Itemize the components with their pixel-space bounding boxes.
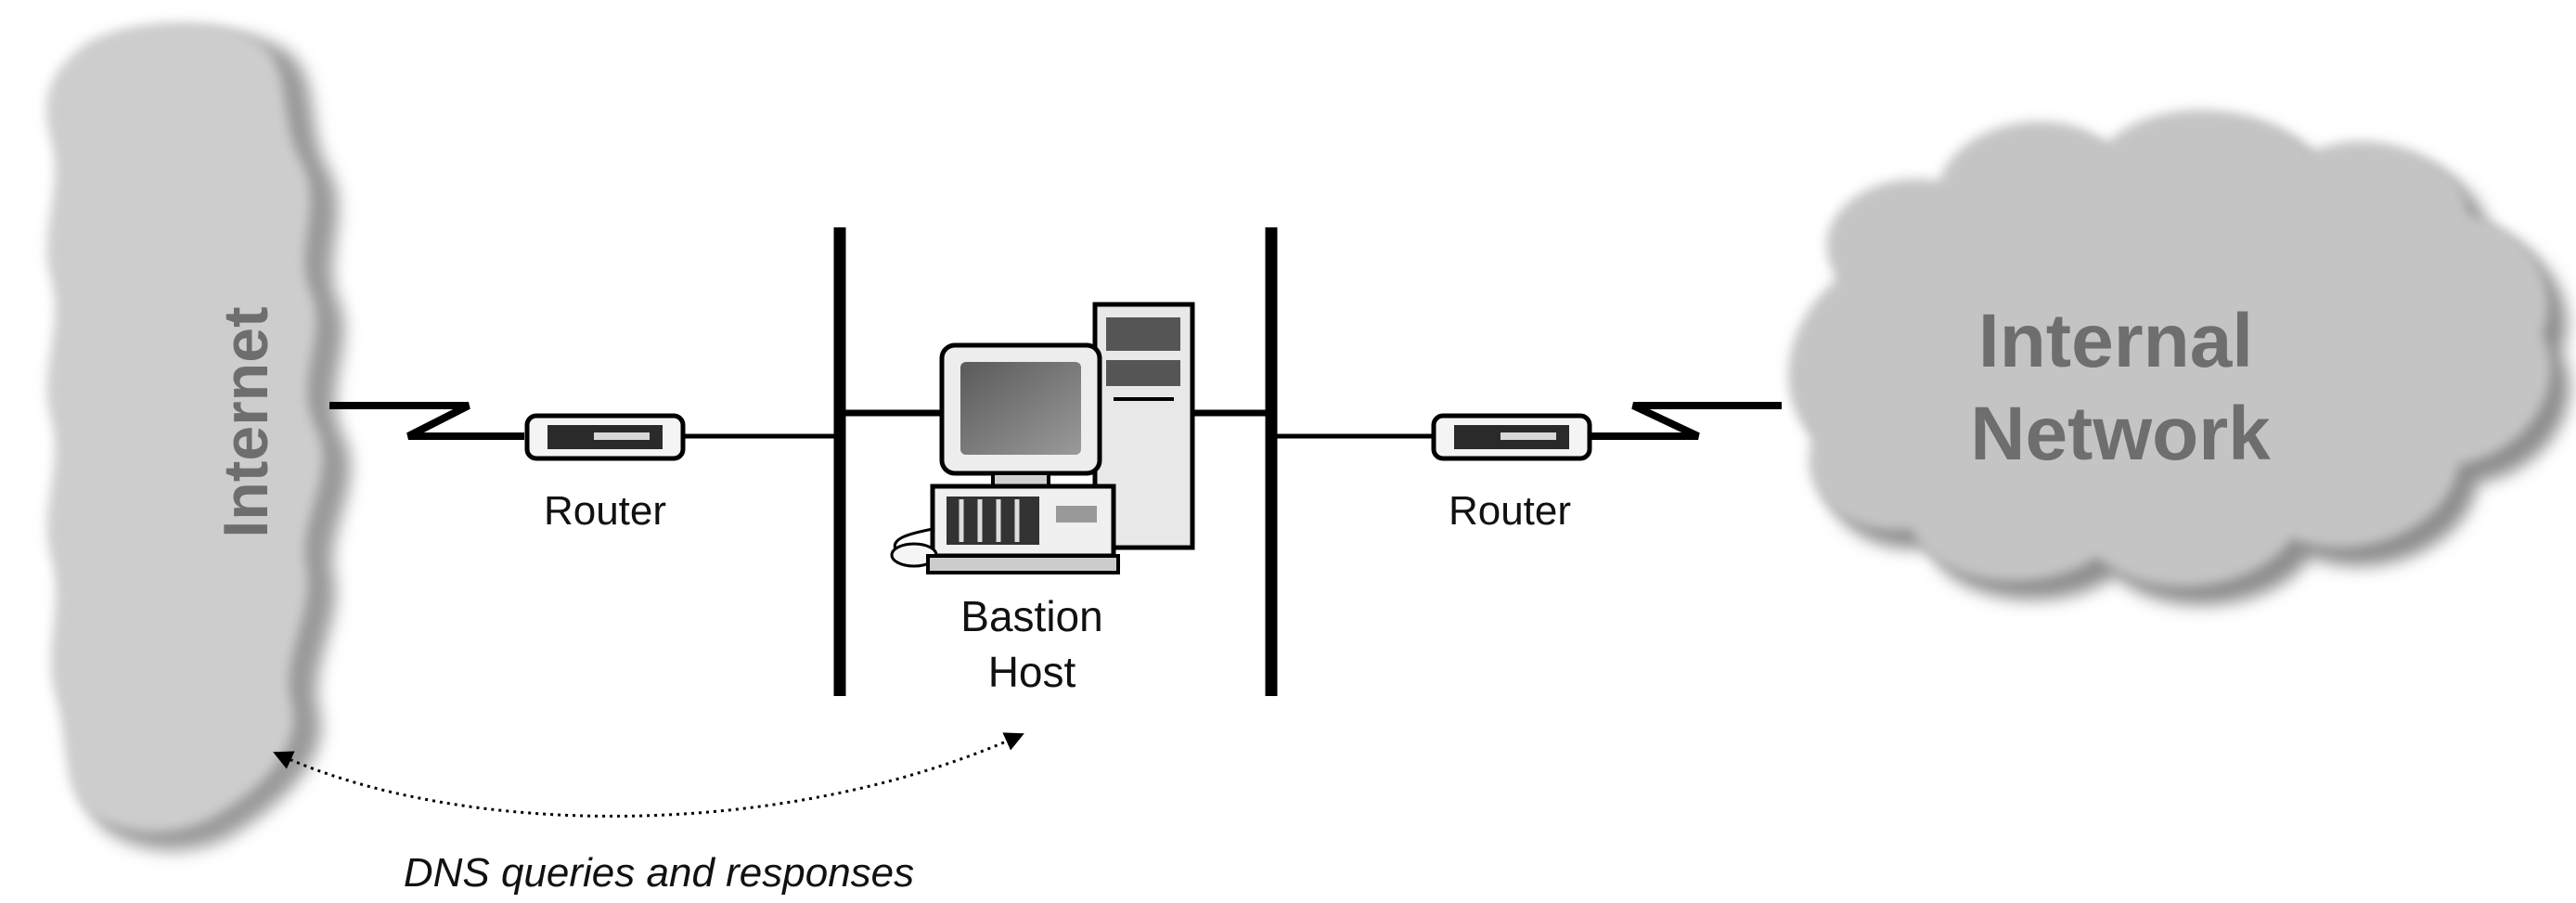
router-left-indicator xyxy=(594,432,650,440)
serial-link-internet-left-router xyxy=(329,402,524,440)
internal-network-cloud: Internal Network xyxy=(1788,110,2570,606)
router-left: Router xyxy=(524,413,686,534)
bastion-monitor-screen xyxy=(960,362,1081,455)
internal-network-cloud-body xyxy=(1788,110,2551,587)
router-left-label: Router xyxy=(544,488,666,534)
internet-cloud: Internet xyxy=(45,22,351,851)
internet-label: Internet xyxy=(211,306,281,537)
bastion-mouse-cable xyxy=(893,527,934,550)
bastion-tower-drive-2 xyxy=(1106,360,1180,386)
bastion-host-label-line2: Host xyxy=(988,648,1076,696)
bastion-tower-drive-1 xyxy=(1106,317,1180,351)
bastion-host: Bastion Host xyxy=(890,302,1195,696)
internal-network-label-line1: Internal xyxy=(1978,299,2253,383)
bastion-floppy-slot xyxy=(1056,506,1097,522)
router-right-indicator xyxy=(1501,432,1556,440)
dns-flow-arrow xyxy=(273,732,1024,818)
serial-link-right-router-internal xyxy=(1587,402,1782,440)
bastion-host-label-line1: Bastion xyxy=(960,592,1102,640)
router-right-label: Router xyxy=(1449,488,1571,534)
bastion-pedestal xyxy=(926,554,1120,574)
dns-flow-caption: DNS queries and responses xyxy=(404,850,914,896)
router-right: Router xyxy=(1431,413,1592,534)
internet-cloud-body xyxy=(45,22,323,832)
internal-network-label-line2: Network xyxy=(1970,392,2271,476)
